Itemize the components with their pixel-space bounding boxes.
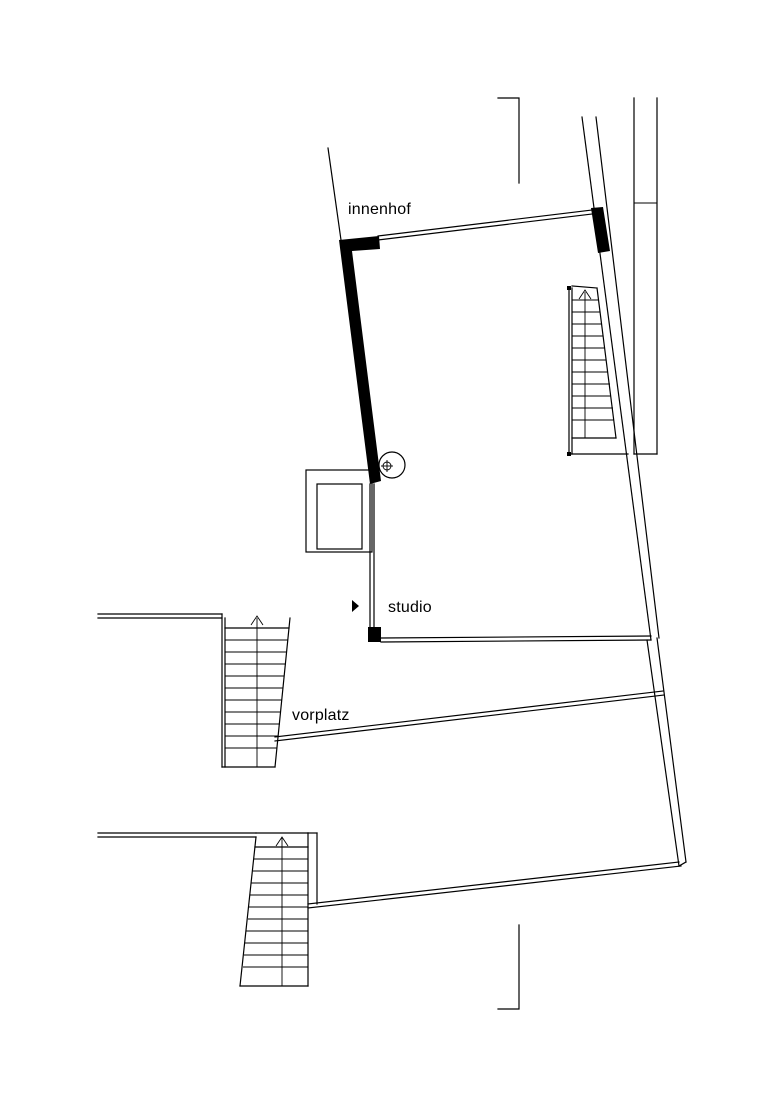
label-studio: studio [388, 599, 432, 616]
studio-walls [339, 116, 660, 643]
stair-studio [567, 285, 629, 456]
solid-corner [368, 627, 381, 642]
courtyard-wall [327, 147, 342, 241]
entrance-arrow-icon [352, 600, 359, 612]
solid-wall-left [339, 236, 381, 484]
vorplatz-walls [97, 613, 687, 909]
neighbour-building [633, 97, 658, 455]
column-symbol [378, 451, 406, 479]
stair-lower [239, 832, 309, 987]
lower-walls [97, 832, 318, 987]
stair-vorplatz [221, 613, 291, 768]
label-vorplatz: vorplatz [292, 707, 350, 724]
section-marks [497, 97, 520, 1010]
entry-niche [305, 469, 373, 553]
label-innenhof: innenhof [348, 201, 411, 218]
solid-wall-top-right [591, 207, 610, 253]
